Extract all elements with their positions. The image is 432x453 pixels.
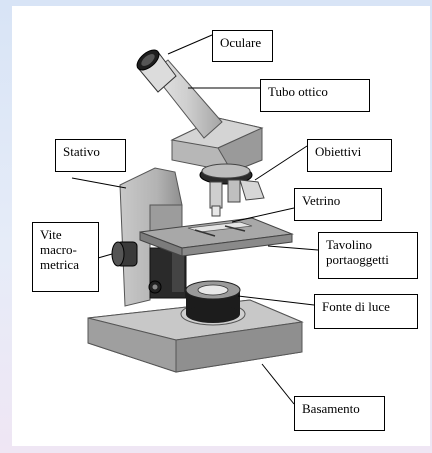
label-vetrino: Vetrino	[294, 188, 382, 221]
label-vite-line1: Vite	[40, 227, 92, 242]
label-basamento-text: Basamento	[302, 401, 360, 416]
objectives-shape	[210, 180, 264, 216]
label-fonte-di-luce: Fonte di luce	[314, 294, 418, 329]
label-stativo-text: Stativo	[63, 144, 100, 159]
label-oculare: Oculare	[212, 30, 273, 62]
label-fonte-di-luce-text: Fonte di luce	[322, 299, 390, 314]
label-tubo-ottico-text: Tubo ottico	[268, 84, 328, 99]
coarse-focus-knob	[112, 242, 137, 266]
label-tubo-ottico: Tubo ottico	[260, 79, 370, 112]
label-vetrino-text: Vetrino	[302, 193, 340, 208]
label-obiettivi-text: Obiettivi	[315, 144, 361, 159]
label-stativo: Stativo	[55, 139, 126, 172]
label-tavolino-portaoggetti: Tavolino portaoggetti	[318, 232, 418, 279]
label-vite-line2: macro-	[40, 242, 92, 257]
label-vite-line3: metrica	[40, 257, 92, 272]
label-oculare-text: Oculare	[220, 35, 261, 50]
label-tavolino-line2: portaoggetti	[326, 252, 411, 267]
label-basamento: Basamento	[294, 396, 385, 431]
label-tavolino-line1: Tavolino	[326, 237, 411, 252]
label-obiettivi: Obiettivi	[307, 139, 392, 172]
label-vite-macrometrica: Vite macro- metrica	[32, 222, 99, 292]
light-source-shape	[181, 281, 245, 325]
